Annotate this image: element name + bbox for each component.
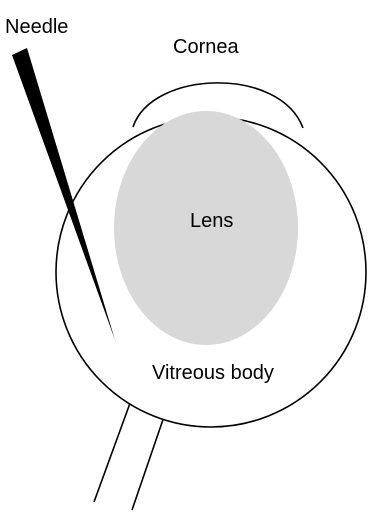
cornea-label: Cornea xyxy=(173,36,239,58)
vitreous-body-label: Vitreous body xyxy=(152,362,274,384)
needle-label: Needle xyxy=(5,16,68,38)
lens-label: Lens xyxy=(190,210,233,232)
optic-nerve-right-edge xyxy=(132,405,168,510)
optic-nerve-left-edge xyxy=(94,395,133,502)
